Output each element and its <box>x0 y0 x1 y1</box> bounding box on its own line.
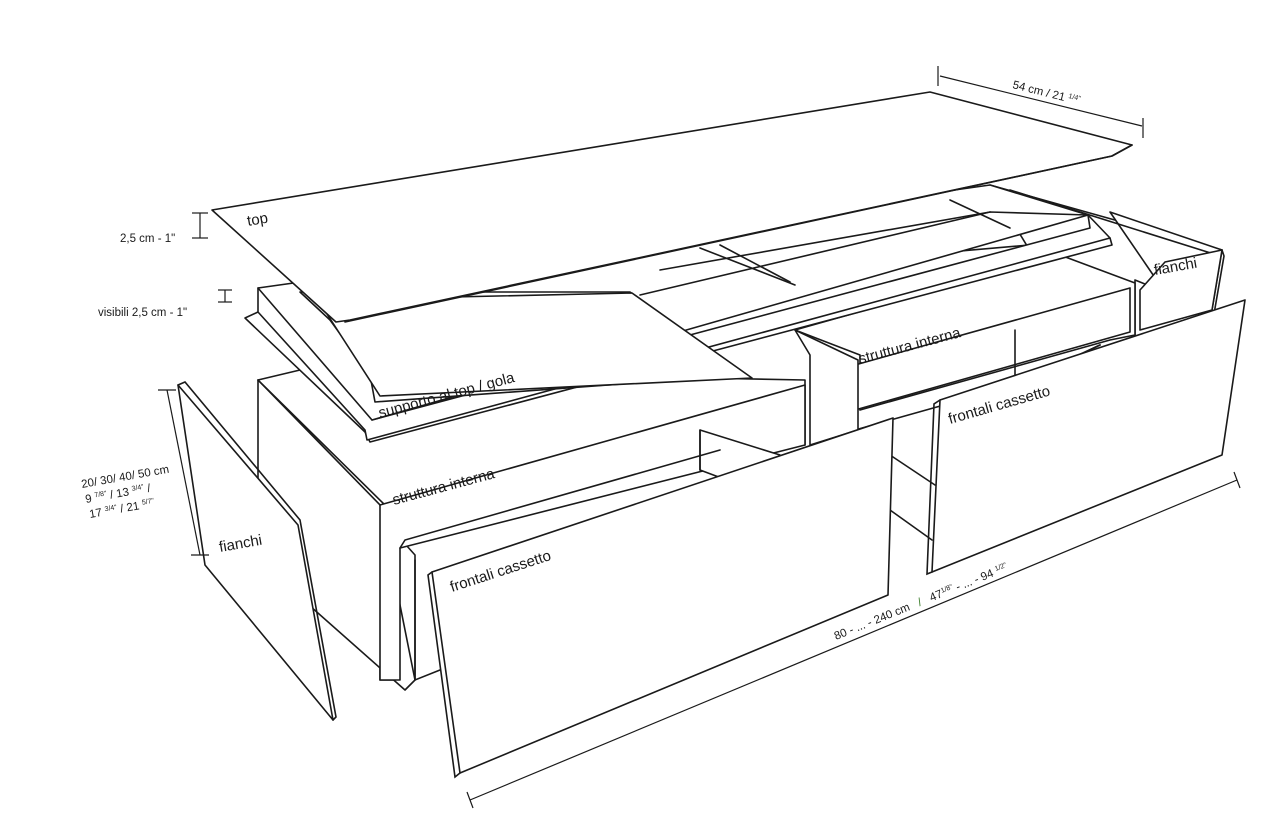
dim-visible: visibili 2,5 cm - 1" <box>98 307 187 319</box>
top-support-frame <box>244 184 1113 443</box>
dim-depth: 54 cm / 21 1/4" <box>1011 79 1081 107</box>
top-slab <box>211 91 1133 323</box>
label-top: top <box>246 210 269 230</box>
rear-drawer-front <box>889 299 1246 576</box>
front-drawer-front <box>427 417 894 779</box>
dim-height-in-1: 9 7/8" / 13 3/4" / <box>84 483 152 506</box>
dim-top-thickness: 2,5 cm - 1" <box>120 233 175 245</box>
left-side-panel <box>177 381 337 721</box>
rear-inner-frame <box>794 254 1136 446</box>
right-side-panel <box>1139 249 1225 331</box>
dim-height-in-2: 17 3/4" / 21 5/7" <box>88 498 156 521</box>
dimension-lines <box>158 66 1241 809</box>
